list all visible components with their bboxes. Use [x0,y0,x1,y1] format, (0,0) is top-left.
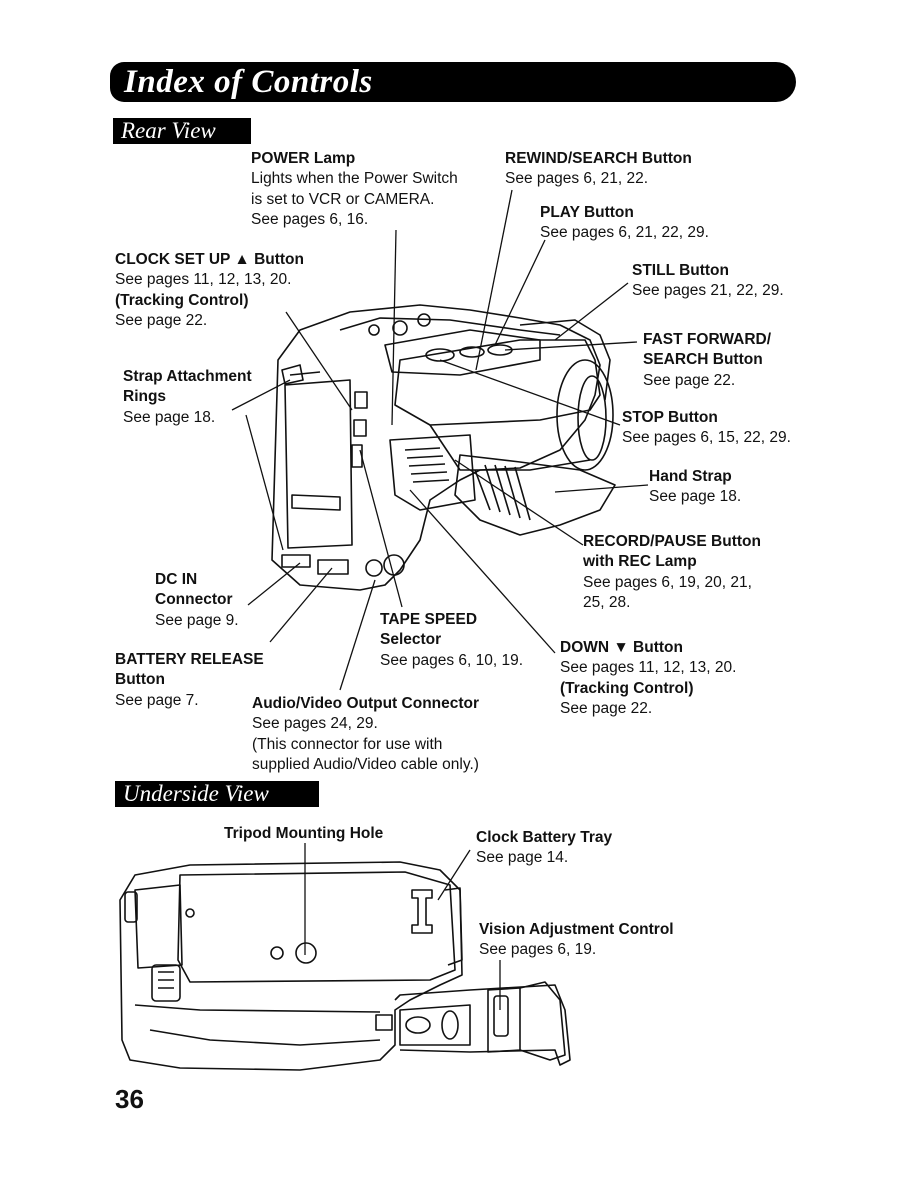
page-title: Index of Controls [124,64,373,100]
label-still-button: STILL Button See pages 21, 22, 29. [632,261,784,302]
label-av-output: Audio/Video Output Connector See pages 2… [252,694,479,775]
record-title-1: RECORD/PAUSE Button [583,533,761,550]
hand-strap-desc: See page 18. [649,488,742,506]
stop-title: STOP Button [622,409,718,426]
underside-view-heading: Underside View [115,781,319,807]
rewind-title: REWIND/SEARCH Button [505,150,692,167]
dc-in-desc: See page 9. [155,611,239,629]
label-strap-rings: Strap Attachment Rings See page 18. [123,367,252,428]
label-down-button: DOWN ▼ Button See pages 11, 12, 13, 20. … [560,638,736,719]
page-number: 36 [115,1084,144,1114]
ff-desc: See page 22. [643,371,736,389]
clock-battery-title: Clock Battery Tray [476,829,613,846]
power-lamp-title: POWER Lamp [251,150,356,167]
label-clock-set-up: CLOCK SET UP ▲ Button See pages 11, 12, … [115,250,304,331]
clock-set-tracking: (Tracking Control) [115,291,249,309]
label-battery-release: BATTERY RELEASE Button See page 7. [115,650,264,711]
record-desc-1: See pages 6, 19, 20, 21, [583,573,752,591]
still-title: STILL Button [632,262,729,279]
label-hand-strap: Hand Strap See page 18. [649,467,741,508]
record-desc-2: 25, 28. [583,593,631,611]
down-desc-2: See page 22. [560,699,653,717]
battery-title-2: Button [115,671,165,689]
tape-speed-title-1: TAPE SPEED [380,611,478,628]
av-out-desc-3: supplied Audio/Video cable only.) [252,755,479,773]
battery-desc: See page 7. [115,691,199,709]
down-title: DOWN ▼ Button [560,639,683,656]
vision-title: Vision Adjustment Control [479,921,674,938]
label-fast-forward: FAST FORWARD/ SEARCH Button See page 22. [643,330,771,391]
label-power-lamp: POWER Lamp Lights when the Power Switch … [251,149,458,230]
av-out-desc-1: See pages 24, 29. [252,715,378,733]
power-lamp-desc-1: Lights when the Power Switch [251,170,458,188]
rear-view-camcorder [271,304,616,591]
label-record-pause: RECORD/PAUSE Button with REC Lamp See pa… [583,532,761,613]
battery-title-1: BATTERY RELEASE [115,651,264,668]
label-tripod-hole: Tripod Mounting Hole [224,824,383,844]
label-clock-battery: Clock Battery Tray See page 14. [476,828,612,869]
hand-strap-title: Hand Strap [649,468,732,485]
strap-title-2: Rings [123,388,167,406]
underside-view-camcorder [119,861,571,1071]
power-lamp-desc-2: is set to VCR or CAMERA. [251,190,435,208]
ff-title-2: SEARCH Button [643,351,763,369]
vision-desc: See pages 6, 19. [479,941,597,959]
down-desc: See pages 11, 12, 13, 20. [560,659,737,677]
down-tracking: (Tracking Control) [560,679,694,697]
still-desc: See pages 21, 22, 29. [632,282,784,300]
av-out-title: Audio/Video Output Connector [252,695,480,712]
clock-set-desc-2: See page 22. [115,311,208,329]
label-play-button: PLAY Button See pages 6, 21, 22, 29. [540,203,709,244]
power-lamp-desc-3: See pages 6, 16. [251,210,369,228]
header-banner: Index of Controls [110,62,796,102]
strap-desc: See page 18. [123,408,216,426]
clock-battery-desc: See page 14. [476,849,569,867]
av-out-desc-2: (This connector for use with [252,735,443,753]
play-desc: See pages 6, 21, 22, 29. [540,224,709,242]
label-vision-adjust: Vision Adjustment Control See pages 6, 1… [479,920,674,961]
play-title: PLAY Button [540,204,634,221]
strap-title-1: Strap Attachment [123,368,252,385]
record-title-2: with REC Lamp [583,553,697,571]
label-stop-button: STOP Button See pages 6, 15, 22, 29. [622,408,791,449]
dc-in-title-2: Connector [155,591,233,609]
label-rewind-search: REWIND/SEARCH Button See pages 6, 21, 22… [505,149,692,190]
clock-set-title: CLOCK SET UP ▲ Button [115,251,304,268]
tape-speed-title-2: Selector [380,631,442,649]
ff-title-1: FAST FORWARD/ [643,331,772,348]
stop-desc: See pages 6, 15, 22, 29. [622,429,791,447]
tape-speed-desc: See pages 6, 10, 19. [380,651,524,669]
clock-set-desc: See pages 11, 12, 13, 20. [115,271,292,289]
rewind-desc: See pages 6, 21, 22. [505,170,649,188]
tripod-title: Tripod Mounting Hole [224,825,384,842]
dc-in-title-1: DC IN [155,571,198,588]
rear-view-heading: Rear View [113,118,251,144]
label-tape-speed: TAPE SPEED Selector See pages 6, 10, 19. [380,610,523,671]
label-dc-in: DC IN Connector See page 9. [155,570,239,631]
leader-lines [231,189,649,1010]
